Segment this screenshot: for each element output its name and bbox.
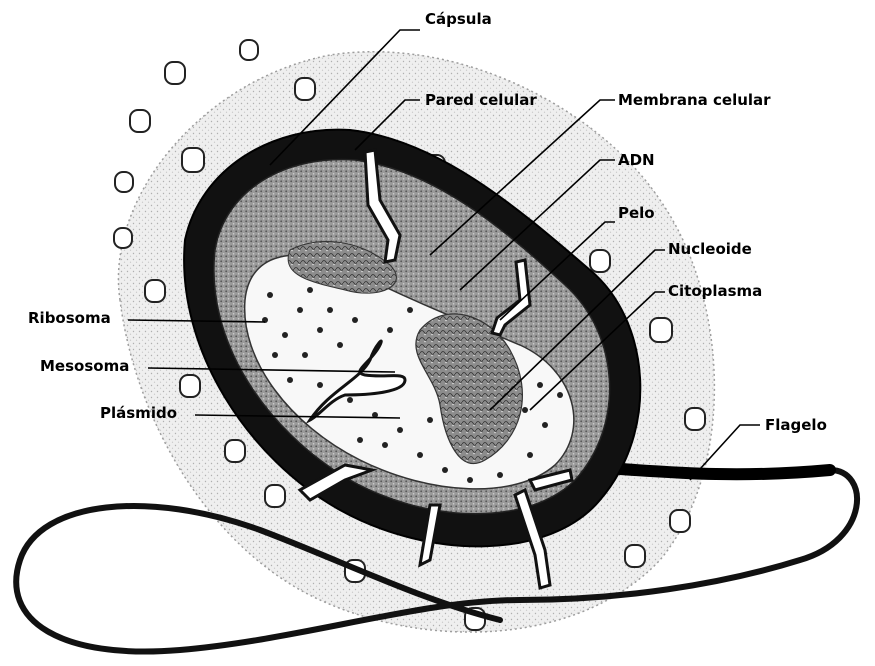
label-membrana-celular: Membrana celular <box>618 91 771 109</box>
label-flagelo: Flagelo <box>765 416 827 434</box>
label-mesosoma: Mesosoma <box>40 357 129 375</box>
label-plasmido: Plásmido <box>100 404 177 422</box>
label-adn: ADN <box>618 151 655 169</box>
label-capsula: Cápsula <box>425 10 492 28</box>
label-nucleoide: Nucleoide <box>668 240 752 258</box>
label-ribosoma: Ribosoma <box>28 309 111 327</box>
label-citoplasma: Citoplasma <box>668 282 762 300</box>
label-pared-celular: Pared celular <box>425 91 537 109</box>
label-pelo: Pelo <box>618 204 655 222</box>
